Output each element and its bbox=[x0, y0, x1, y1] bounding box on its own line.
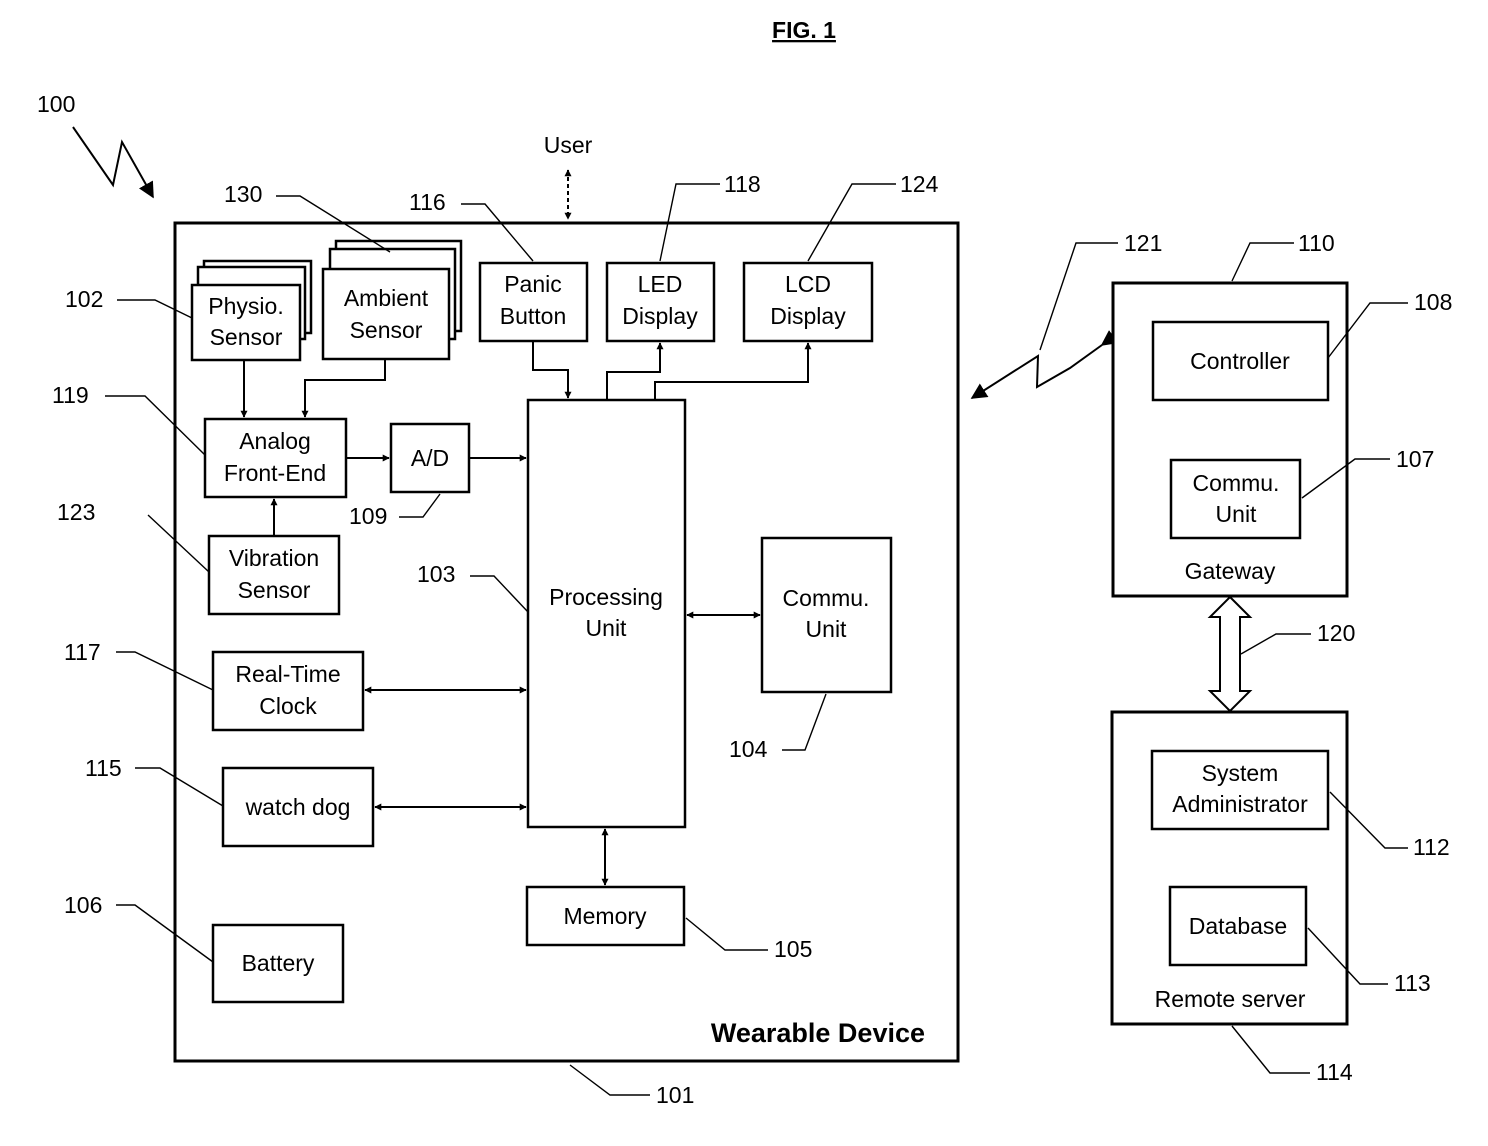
system-admin-label-1: System bbox=[1202, 760, 1279, 786]
led-display-label-2: Display bbox=[622, 303, 698, 329]
processing-unit-box bbox=[528, 400, 685, 827]
battery-ref: 106 bbox=[64, 892, 102, 918]
led-display-label-1: LED bbox=[638, 271, 683, 297]
processing-unit-label-2: Unit bbox=[586, 615, 628, 641]
gateway-title: Gateway bbox=[1185, 558, 1276, 584]
gateway-commu-unit-label-1: Commu. bbox=[1193, 470, 1280, 496]
leader-101 bbox=[570, 1065, 650, 1095]
gateway-ref: 110 bbox=[1298, 230, 1335, 256]
network-link-ref: 120 bbox=[1317, 620, 1355, 646]
processing-unit-ref: 103 bbox=[417, 561, 455, 587]
panic-button-label-1: Panic bbox=[504, 271, 562, 297]
led-display-ref: 118 bbox=[724, 171, 761, 197]
analog-front-end-label-2: Front-End bbox=[224, 460, 326, 486]
real-time-clock-ref: 117 bbox=[64, 639, 101, 665]
system-admin-label-2: Administrator bbox=[1172, 791, 1308, 817]
wireless-link-ref: 121 bbox=[1124, 230, 1162, 256]
processing-unit-label-1: Processing bbox=[549, 584, 663, 610]
physio-sensor-ref: 102 bbox=[65, 286, 103, 312]
watch-dog-ref: 115 bbox=[85, 755, 122, 781]
network-link-double-arrow bbox=[1210, 597, 1250, 711]
wearable-device-title: Wearable Device bbox=[711, 1018, 925, 1048]
lcd-display-ref: 124 bbox=[900, 171, 939, 197]
real-time-clock-label-1: Real-Time bbox=[235, 661, 340, 687]
remote-server-title: Remote server bbox=[1155, 986, 1306, 1012]
ambient-sensor-label-2: Sensor bbox=[350, 317, 423, 343]
ad-converter-ref: 109 bbox=[349, 503, 387, 529]
device-commu-unit-label-1: Commu. bbox=[783, 585, 870, 611]
leader-121 bbox=[1040, 243, 1118, 350]
physio-sensor-label-1: Physio. bbox=[208, 293, 283, 319]
lcd-display-label-1: LCD bbox=[785, 271, 831, 297]
real-time-clock-label-2: Clock bbox=[259, 693, 317, 719]
physio-sensor-label-2: Sensor bbox=[210, 324, 283, 350]
ad-converter-label: A/D bbox=[411, 445, 449, 471]
vibration-sensor-label-2: Sensor bbox=[238, 577, 311, 603]
watch-dog-label: watch dog bbox=[245, 794, 351, 820]
figure-title: FIG. 1 bbox=[772, 17, 836, 43]
analog-front-end-ref: 119 bbox=[52, 382, 89, 408]
wearable-device-ref: 101 bbox=[656, 1082, 694, 1108]
gateway-commu-unit-ref: 107 bbox=[1396, 446, 1434, 472]
device-commu-unit-ref: 104 bbox=[729, 736, 768, 762]
ambient-sensor-label-1: Ambient bbox=[344, 285, 429, 311]
remote-server-ref: 114 bbox=[1316, 1059, 1353, 1085]
system-admin-ref: 112 bbox=[1413, 834, 1450, 860]
system-ref-label: 100 bbox=[37, 91, 75, 117]
ambient-sensor-ref: 130 bbox=[224, 181, 262, 207]
controller-ref: 108 bbox=[1414, 289, 1452, 315]
wireless-link-zigzag bbox=[972, 345, 1102, 398]
device-commu-unit-box bbox=[762, 538, 891, 692]
system-zigzag-arrow bbox=[73, 127, 153, 197]
battery-label: Battery bbox=[242, 950, 315, 976]
vibration-sensor-label-1: Vibration bbox=[229, 545, 319, 571]
panic-button-label-2: Button bbox=[500, 303, 567, 329]
memory-ref: 105 bbox=[774, 936, 812, 962]
user-label: User bbox=[544, 132, 593, 158]
lcd-display-label-2: Display bbox=[770, 303, 846, 329]
controller-label: Controller bbox=[1190, 348, 1290, 374]
memory-label: Memory bbox=[563, 903, 647, 929]
panic-button-ref: 116 bbox=[409, 189, 446, 215]
device-commu-unit-label-2: Unit bbox=[806, 616, 848, 642]
leader-110 bbox=[1232, 243, 1294, 281]
analog-front-end-label-1: Analog bbox=[239, 428, 311, 454]
leader-114 bbox=[1232, 1026, 1310, 1073]
vibration-sensor-ref: 123 bbox=[57, 499, 95, 525]
database-label: Database bbox=[1189, 913, 1287, 939]
gateway-commu-unit-label-2: Unit bbox=[1216, 501, 1258, 527]
ambient-sensor-box bbox=[323, 269, 449, 359]
database-ref: 113 bbox=[1394, 970, 1431, 996]
leader-120 bbox=[1241, 634, 1311, 654]
